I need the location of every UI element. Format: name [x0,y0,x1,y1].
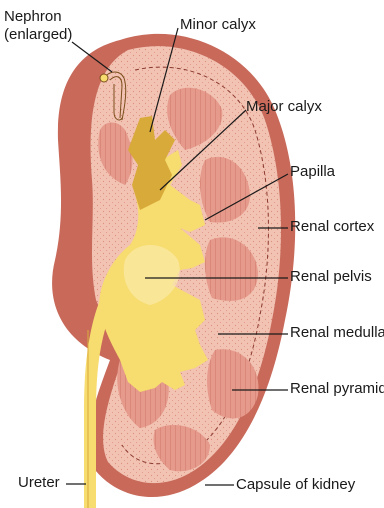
label-major-calyx: Major calyx [246,98,322,116]
label-renal-pyramid: Renal pyramid [290,380,384,398]
label-renal-medulla: Renal medulla [290,324,384,342]
label-renal-pelvis: Renal pelvis [290,268,372,286]
label-papilla: Papilla [290,163,335,181]
label-nephron: Nephron (enlarged) [4,8,72,44]
label-minor-calyx: Minor calyx [180,16,256,34]
label-nephron-line2: (enlarged) [4,26,72,44]
label-renal-cortex: Renal cortex [290,218,374,236]
label-ureter: Ureter [18,474,60,492]
label-nephron-line1: Nephron [4,8,72,26]
label-capsule: Capsule of kidney [236,476,355,494]
